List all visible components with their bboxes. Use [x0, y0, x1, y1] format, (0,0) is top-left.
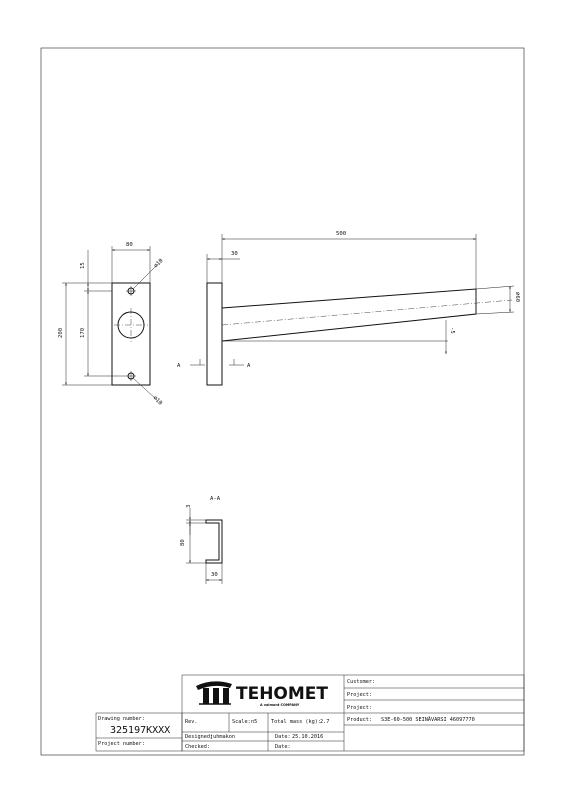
- product-value: S3E-60-500 SEINÄVARSI 46097770: [381, 716, 475, 723]
- date-label: Date:: [275, 734, 291, 740]
- mass-label: Total mass (kg):: [271, 719, 321, 725]
- dim-length-500: 500: [336, 231, 346, 237]
- company-subtitle: A valmont COMPANY: [260, 703, 300, 707]
- tehomet-logo: TEHOMET A valmont COMPANY: [196, 681, 328, 707]
- drawing-border: [40, 47, 525, 756]
- designed-label: Designed:: [185, 734, 213, 740]
- arm-tube: [221, 288, 477, 342]
- product-label: Product:: [347, 717, 372, 723]
- flange-plate: [206, 282, 223, 386]
- drawing-number-label: Drawing number:: [98, 716, 145, 722]
- title-block: TEHOMET A valmont COMPANY Customer: Proj…: [95, 674, 525, 752]
- checked-label: Checked:: [185, 744, 210, 750]
- section-marker-left: A: [177, 363, 181, 369]
- c-profile: [205, 519, 223, 564]
- date-value: 25.10.2016: [292, 734, 323, 740]
- designed-value: juhmakon: [210, 734, 235, 740]
- project-label-2: Project:: [347, 705, 372, 711]
- dim-angle: -5: [449, 327, 455, 334]
- mass-value: 2.7: [320, 719, 329, 725]
- company-name: TEHOMET: [236, 684, 328, 704]
- drawing-number-value: 325197KXXX: [110, 725, 170, 736]
- customer-label: Customer:: [347, 679, 375, 685]
- dim-hole-top: ⌀10: [153, 258, 164, 269]
- dim-height-200: 200: [58, 328, 64, 338]
- date2-label: Date:: [275, 744, 291, 750]
- section-marker-right: A: [247, 363, 251, 369]
- dim-width-80: 80: [126, 242, 133, 248]
- dim-flange-30: 30: [231, 251, 238, 257]
- section-view: A-A 3 80 30: [180, 496, 223, 584]
- project-label-1: Project:: [347, 692, 372, 698]
- dim-width-30: 30: [211, 572, 218, 578]
- rev-label: Rev.: [185, 719, 198, 725]
- scale-label: Scale:: [232, 719, 251, 725]
- dim-offset-15: 15: [80, 262, 86, 269]
- dim-thickness-3: 3: [186, 505, 192, 508]
- dim-hole-bottom: ⌀10: [152, 395, 163, 406]
- project-number-label: Project number:: [98, 741, 145, 747]
- side-view: 500 30 ⌀60 -5 A A: [177, 231, 520, 386]
- scale-value: n5: [251, 719, 257, 725]
- dim-height-80: 80: [180, 539, 186, 546]
- dim-diameter-60: ⌀60: [514, 292, 520, 302]
- mounting-plate: [111, 282, 151, 386]
- front-view: 80 15 200 170 ⌀10 ⌀10: [58, 242, 165, 407]
- section-title: A-A: [210, 496, 221, 502]
- dim-spacing-170: 170: [80, 328, 86, 338]
